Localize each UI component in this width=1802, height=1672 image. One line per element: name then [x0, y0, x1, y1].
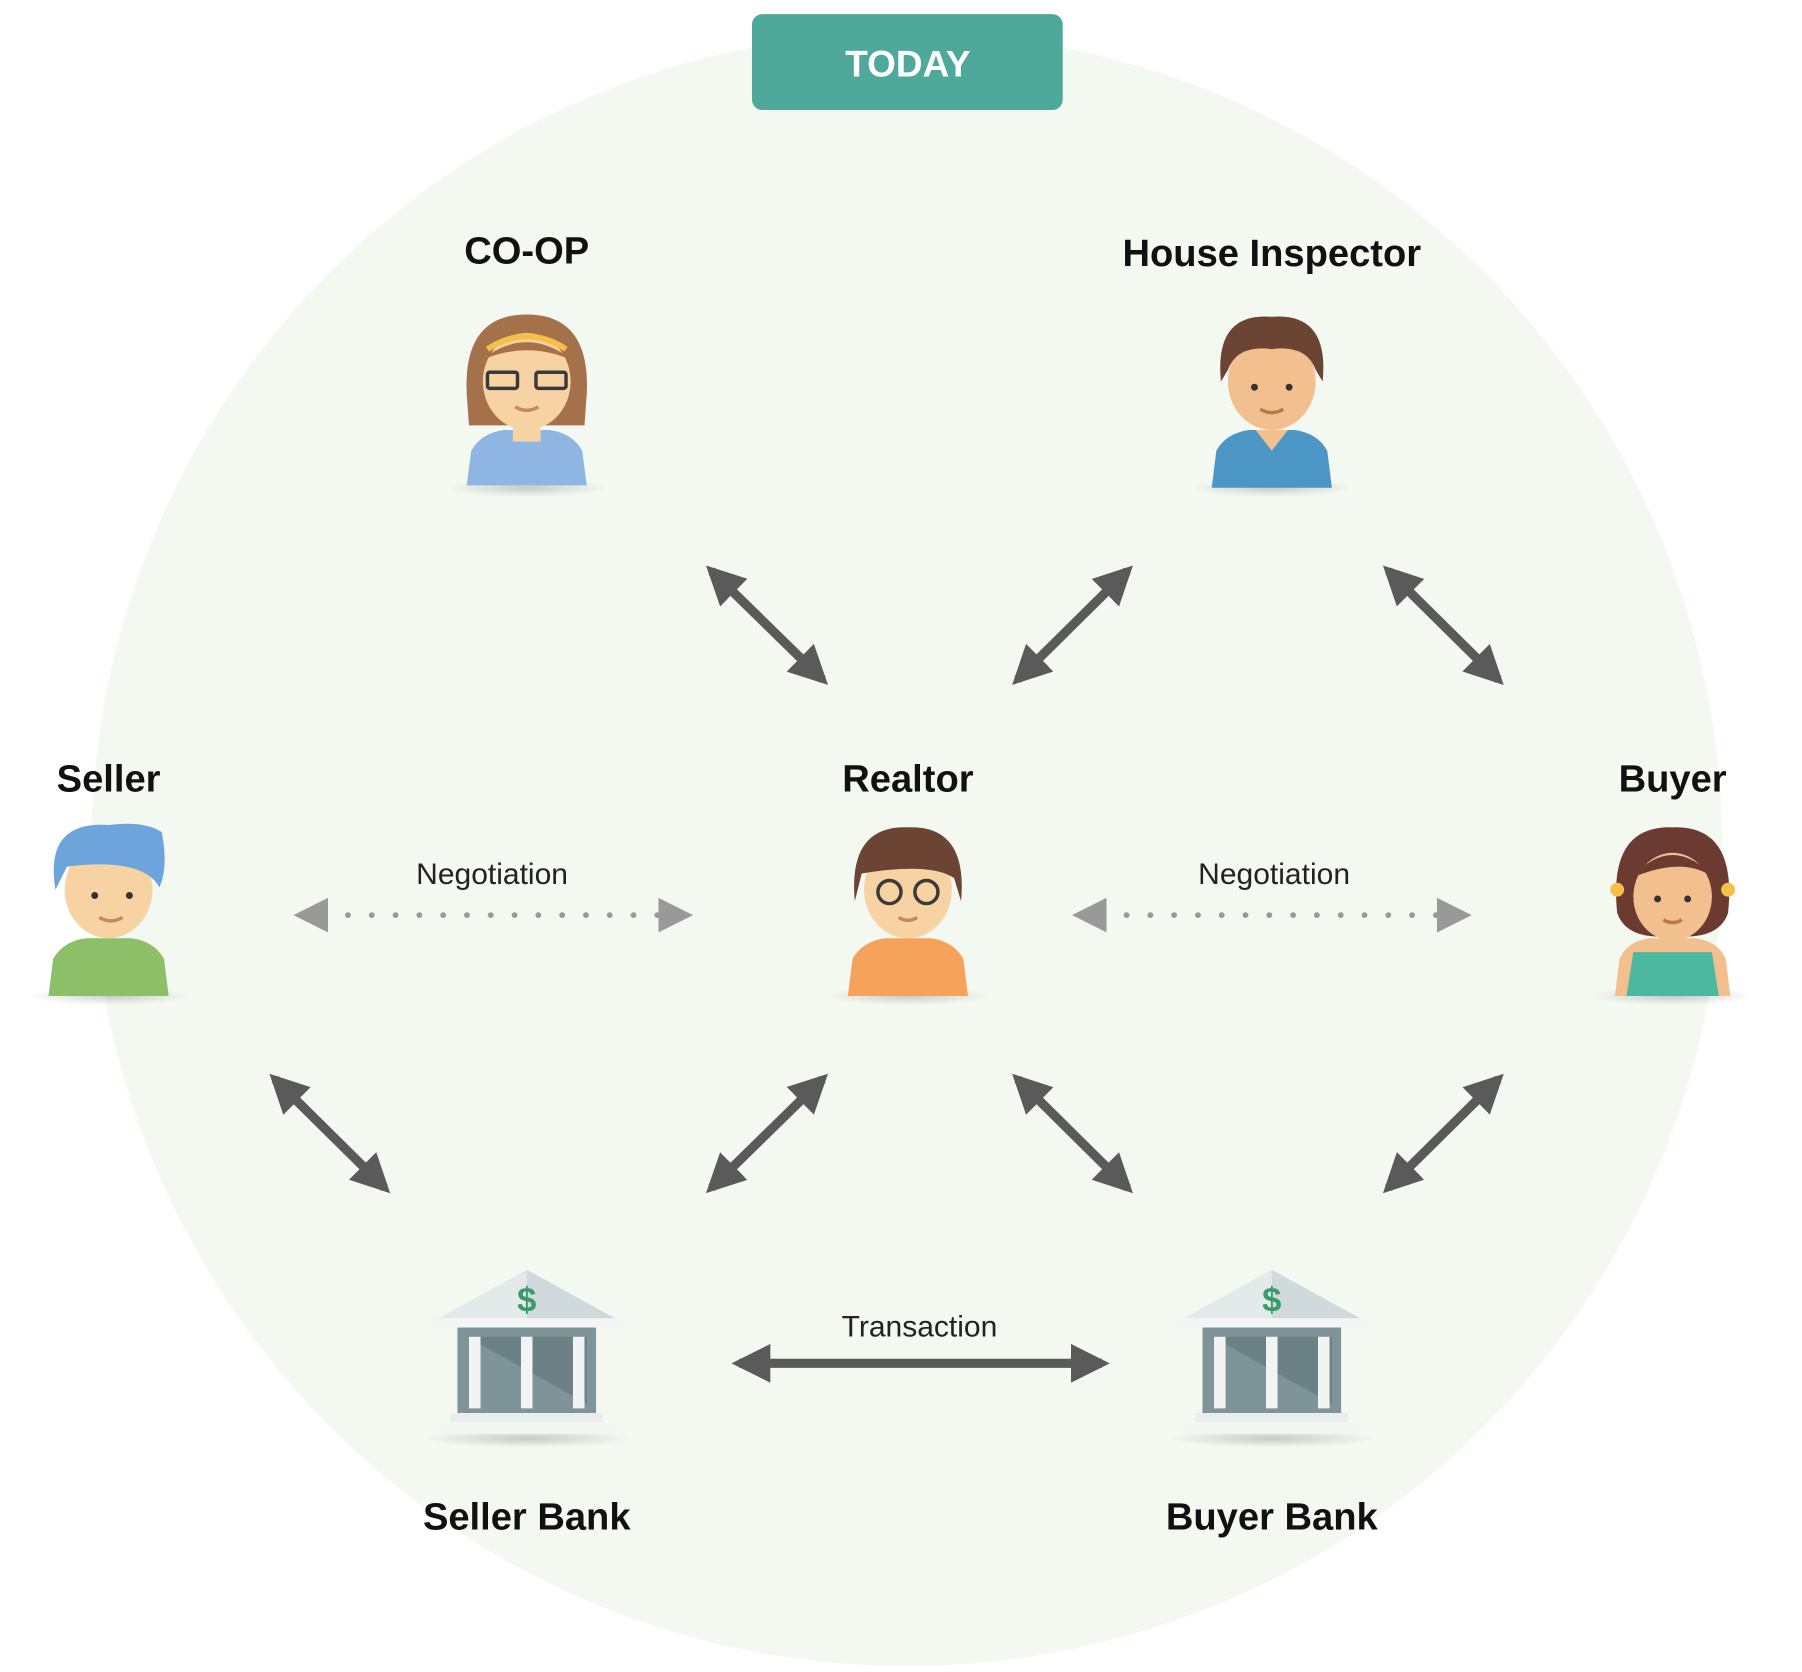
buyer-bank-icon: $ [1167, 1269, 1376, 1448]
coop-avatar-icon [445, 314, 608, 497]
arrow-coop-realtor [706, 565, 828, 685]
label-buyer-bank: Buyer Bank [1166, 1497, 1379, 1539]
arrow-inspector-realtor [1012, 565, 1133, 685]
arrows [269, 565, 1504, 1383]
realtor-avatar-icon [827, 827, 989, 1006]
label-realtor: Realtor [842, 759, 973, 801]
title-text: TODAY [845, 44, 971, 85]
svg-text:$: $ [517, 1281, 536, 1319]
negotiation-right-label: Negotiation [1198, 858, 1350, 891]
buyer-avatar-icon [1591, 827, 1754, 1006]
label-buyer: Buyer [1619, 759, 1727, 801]
label-coop: CO-OP [464, 231, 589, 273]
inspector-avatar-icon [1190, 316, 1353, 497]
seller-avatar-icon [27, 823, 190, 1006]
seller-bank-icon: $ [422, 1269, 631, 1448]
arrow-inspector-buyer [1382, 565, 1504, 685]
label-seller: Seller [57, 759, 161, 801]
arrow-realtor-sellerbank [706, 1073, 828, 1194]
label-seller-bank: Seller Bank [423, 1497, 631, 1539]
arrow-seller-sellerbank [269, 1073, 391, 1194]
title-badge: TODAY [751, 14, 1063, 111]
label-inspector: House Inspector [1122, 233, 1421, 275]
transaction-label: Transaction [842, 1311, 998, 1344]
arrow-buyer-buyerbank [1382, 1073, 1504, 1194]
svg-text:$: $ [1262, 1281, 1281, 1319]
negotiation-left-label: Negotiation [416, 858, 568, 891]
arrow-realtor-buyerbank [1012, 1073, 1133, 1194]
